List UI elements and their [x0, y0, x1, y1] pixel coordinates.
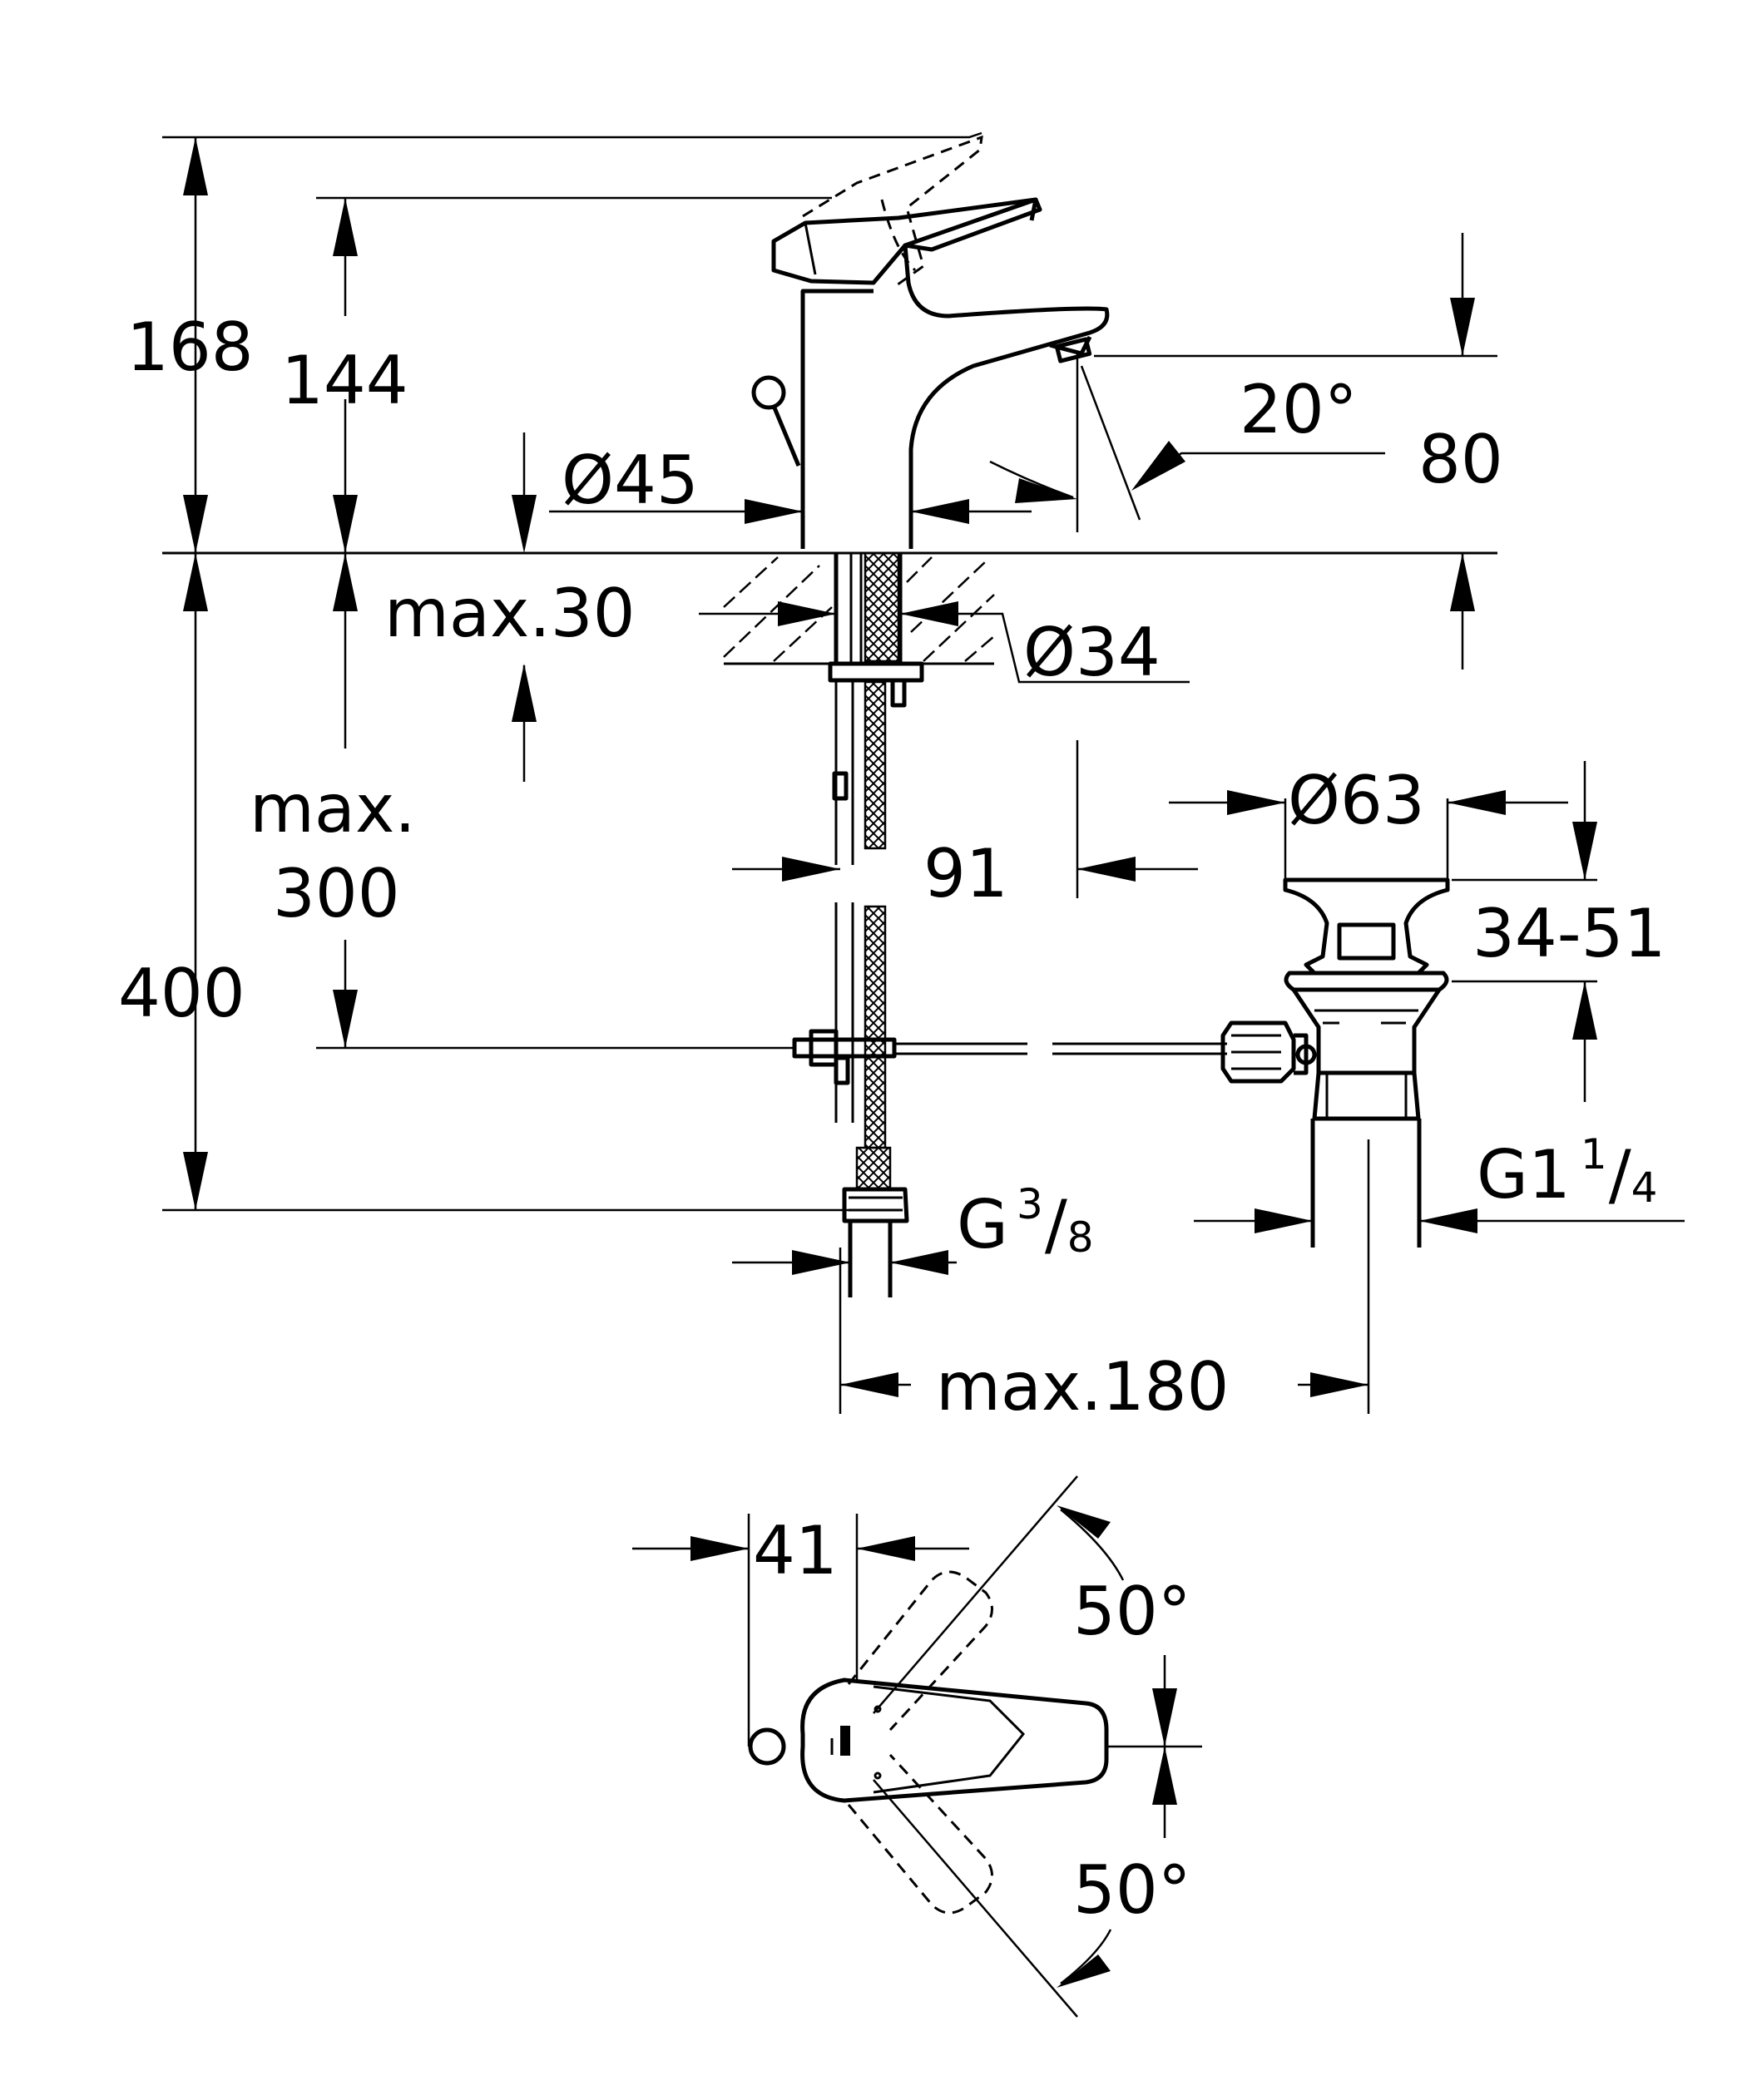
- label-max-30: max.30: [384, 575, 636, 652]
- label-angle-20: 20°: [1240, 371, 1358, 448]
- dimension-labels: 168 144 Ø45 20° 80 max.30 Ø34 max. 300 9…: [118, 309, 1665, 1929]
- label-91: 91: [923, 835, 1008, 912]
- label-168: 168: [126, 309, 254, 386]
- label-diameter-34: Ø34: [1023, 614, 1161, 691]
- label-angle-50-down: 50°: [1073, 1851, 1191, 1929]
- label-300: 300: [273, 855, 400, 932]
- waste-assembly: [1220, 877, 1450, 1248]
- label-max-180: max.180: [936, 1348, 1229, 1426]
- faucet-side-view: [162, 135, 1497, 1297]
- label-34-51: 34-51: [1472, 895, 1665, 972]
- label-diameter-63: Ø63: [1288, 762, 1425, 839]
- label-diameter-45: Ø45: [562, 442, 699, 519]
- deck-hatching: [723, 556, 995, 662]
- label-144: 144: [281, 342, 408, 419]
- label-41: 41: [753, 1512, 838, 1589]
- label-angle-50-up: 50°: [1073, 1573, 1191, 1650]
- label-max: max.: [250, 770, 416, 847]
- label-80: 80: [1418, 421, 1503, 498]
- faucet-top-view: [632, 1475, 1202, 2018]
- label-400: 400: [118, 955, 245, 1032]
- dimension-lines: [162, 131, 1685, 1414]
